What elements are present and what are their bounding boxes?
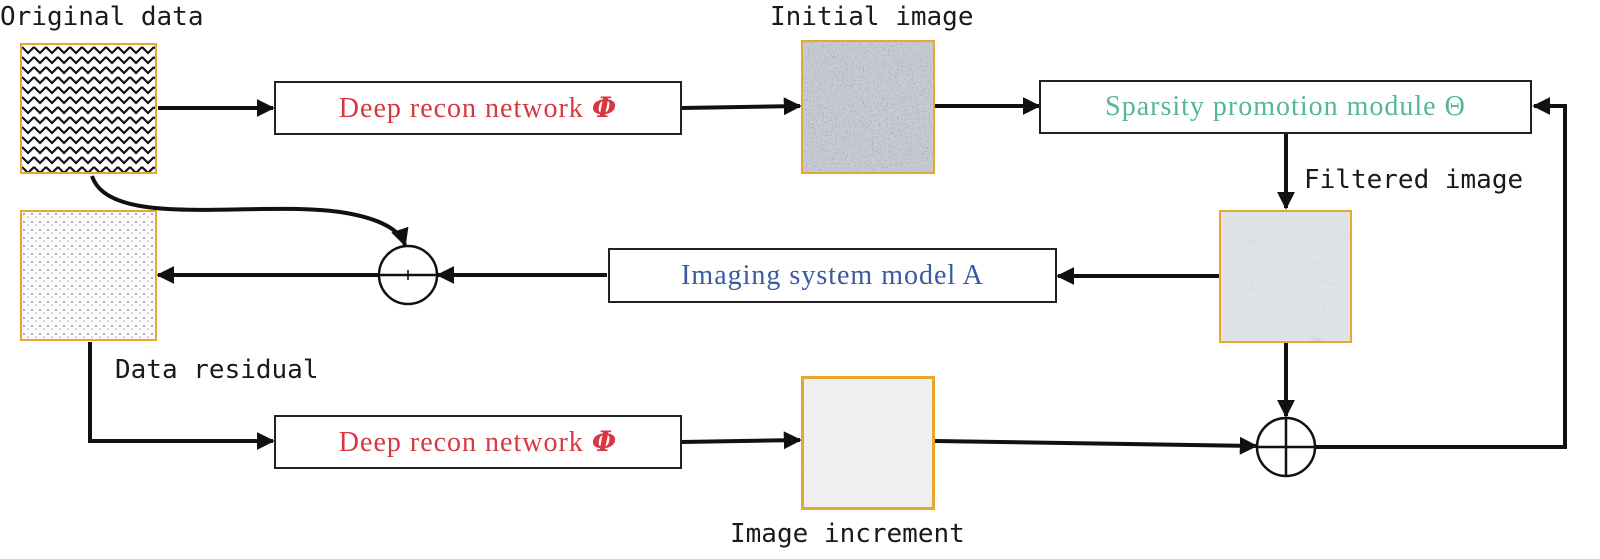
- arrow-increment-to-add: [934, 436, 1258, 455]
- initial-image-tile: [801, 40, 935, 174]
- sparsity-promotion-module-box: Sparsity promotion module Θ: [1039, 80, 1532, 134]
- deep-recon-network-label-top: Deep recon network Φ: [338, 91, 618, 124]
- deep-recon-network-box-bottom: Deep recon network Φ: [274, 415, 682, 469]
- line-residual-to-recon: [88, 342, 275, 450]
- arrow-recon-to-increment: [681, 431, 802, 450]
- data-residual-image: [20, 210, 157, 341]
- curve-original-to-subtract: [90, 175, 409, 247]
- label-initial-image: Initial image: [770, 2, 974, 32]
- image-increment-tile: [801, 376, 935, 510]
- imaging-system-model-label: Imaging system model A: [681, 259, 984, 291]
- deep-recon-network-box-top: Deep recon network Φ: [274, 81, 682, 135]
- label-original-data: Original data: [0, 2, 204, 32]
- original-data-image: [20, 43, 157, 174]
- feedback-loop: [1316, 97, 1567, 449]
- filtered-image-tile: [1219, 210, 1352, 343]
- label-image-increment: Image increment: [730, 519, 965, 549]
- add-junction: [1255, 416, 1317, 478]
- sparsity-promotion-module-label: Sparsity promotion module Θ: [1105, 91, 1466, 122]
- label-data-residual: Data residual: [115, 355, 319, 385]
- label-filtered-image: Filtered image: [1304, 165, 1524, 195]
- arrow-recon-to-initial: [681, 97, 802, 116]
- deep-recon-network-label-bottom: Deep recon network Φ: [338, 425, 618, 458]
- imaging-system-model-box: Imaging system model A: [608, 248, 1057, 303]
